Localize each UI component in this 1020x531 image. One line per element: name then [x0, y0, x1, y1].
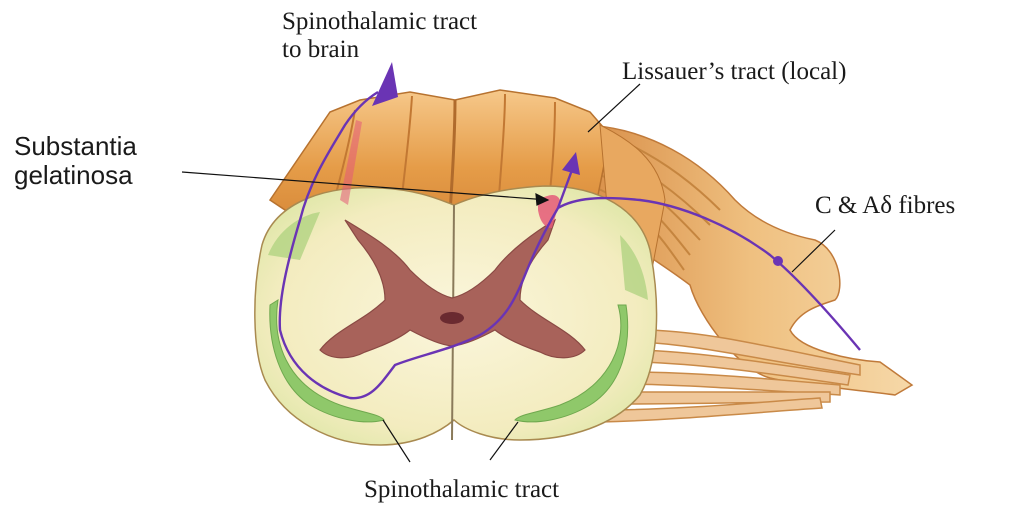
lissauer-leader — [587, 83, 641, 133]
label-spinothalamic-to-brain: Spinothalamic tract to brain — [282, 8, 477, 64]
label-substantia-line1: Substantia — [14, 131, 137, 161]
substantia-leader — [181, 171, 549, 201]
spinothalamic-right-leader — [489, 421, 519, 461]
label-spinothalamic-to-brain-line1: Spinothalamic tract — [282, 8, 478, 35]
arrowhead-up-brain — [372, 62, 398, 106]
label-substantia-line2: gelatinosa — [14, 160, 133, 191]
ventral-rootlets — [599, 329, 861, 423]
ganglion-cell-body — [773, 256, 783, 266]
label-c-adelta-fibres: C & Aδ fibres — [815, 192, 956, 219]
leader-lines — [181, 83, 836, 463]
label-lissauer-tract: Lissauer’s tract (local) — [622, 58, 847, 85]
label-spinothalamic-tract: Spinothalamic tract — [364, 476, 560, 503]
arrowhead-lissauer — [562, 152, 580, 175]
pain-pathway — [278, 62, 861, 400]
fibres-leader — [791, 229, 836, 273]
substantia-arrowhead — [535, 192, 550, 206]
cord-cross-section — [254, 120, 658, 446]
label-substantia-gelatinosa: Substantia gelatinosa — [14, 131, 137, 191]
spinothalamic-left-leader — [382, 419, 411, 463]
label-spinothalamic-to-brain-line2: to brain — [282, 36, 360, 63]
